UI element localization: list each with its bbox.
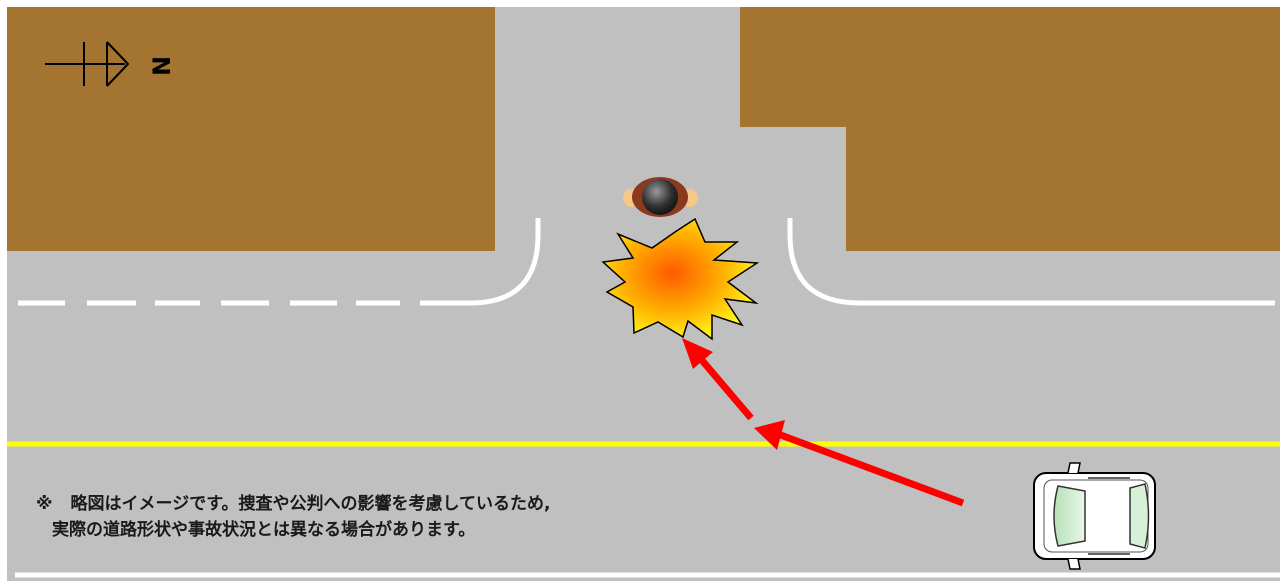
note-line-1: 略図はイメージです。捜査や公判への影響を考慮しているため, — [70, 494, 551, 514]
side-road-wide-part — [740, 127, 846, 251]
ground-block-right-lower — [846, 127, 1280, 251]
collision-burst-icon — [601, 217, 760, 341]
note-line-2: 実際の道路形状や事故状況とは異なる場合があります。 — [52, 520, 476, 540]
north-label: N — [148, 56, 176, 76]
lane-marking-right-curve — [787, 218, 1275, 306]
car-icon — [1033, 462, 1156, 570]
note-mark: ※ — [36, 494, 53, 514]
ground-block-left — [7, 7, 495, 251]
lane-marking-dashed — [18, 218, 541, 306]
north-arrow-icon — [45, 41, 130, 87]
pedestrian-icon — [623, 177, 698, 217]
vehicle-path-arrow — [682, 338, 965, 507]
disclaimer-note: ※ 略図はイメージです。捜査や公判への影響を考慮しているため, 実際の道路形状や事… — [36, 491, 550, 543]
side-road — [495, 7, 740, 251]
ground-block-right-upper — [740, 7, 1280, 127]
